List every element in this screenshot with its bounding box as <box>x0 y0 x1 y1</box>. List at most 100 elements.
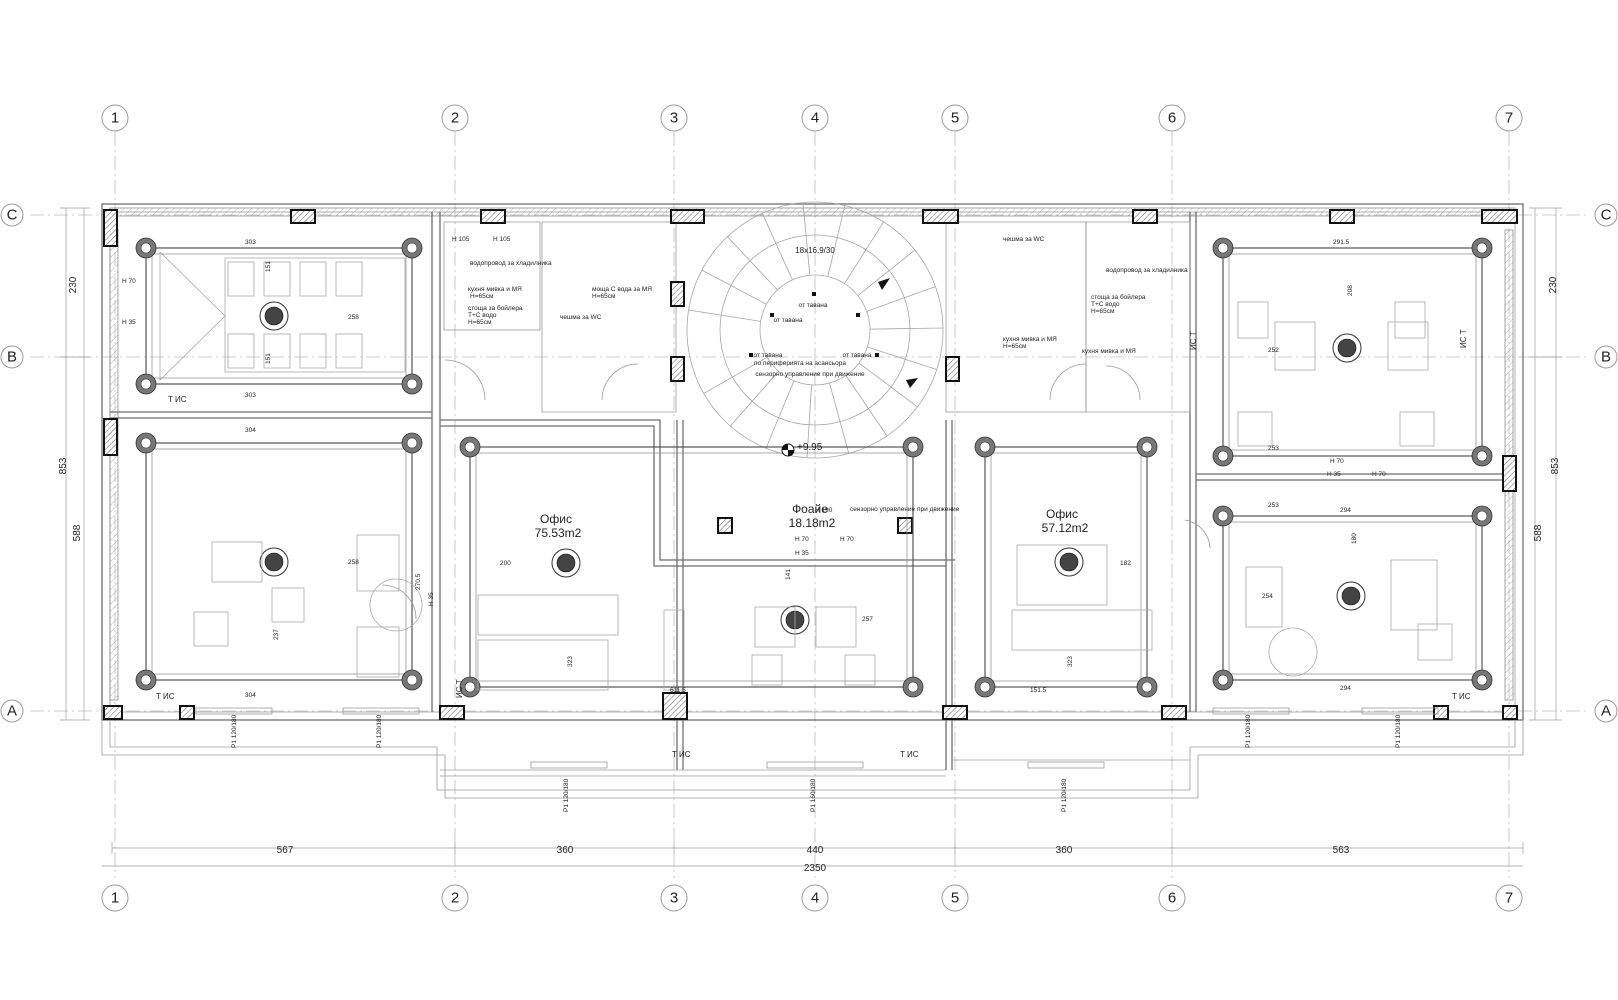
height-labels: H 70 H 35 H 70 H 35 H 190 H 70 H 35 H 70… <box>122 278 1386 606</box>
grid-label-1-bottom: 1 <box>111 890 119 907</box>
ceiling-dim: 304 <box>245 692 256 699</box>
service-tag: ИС T <box>1189 331 1198 350</box>
stair-tread <box>829 382 850 454</box>
stair-tread <box>827 205 846 277</box>
ceiling-dim: 151.5 <box>1030 687 1047 694</box>
foyer-note: сензорно управление при движение <box>850 506 960 513</box>
ceiling-dim: 291.5 <box>1333 239 1350 246</box>
lamp-icon <box>551 548 581 578</box>
stair-tread <box>730 370 779 427</box>
ceiling-dimensions: 303 258 151 151 303 304 258 237 270.5 30… <box>245 239 1358 699</box>
ornament-icon-center <box>907 441 919 453</box>
service-tag: ИС T <box>455 679 464 698</box>
ornament-icon-center <box>1217 450 1229 462</box>
grid-label-c-right: C <box>1601 207 1612 224</box>
room-area-foyer: 18.18m2 <box>789 516 836 530</box>
level-mark-value: +9.95 <box>797 442 823 453</box>
wc-note: Т+С водо <box>468 312 497 319</box>
ceiling-dim: 200 <box>500 560 511 567</box>
service-tag: ИС T <box>1459 329 1468 348</box>
stair-note-3: по периферията на асансьора <box>754 360 846 367</box>
ceiling-dim: 270.5 <box>415 573 422 590</box>
window-tag: P1 120/180 <box>1245 714 1252 748</box>
wc-note: кухня мивка и МЯ <box>1003 336 1057 343</box>
wc-note: Т+С водо <box>1091 301 1120 308</box>
grid-label-5-bottom: 5 <box>951 890 959 907</box>
ornament-icon-center <box>140 378 152 390</box>
ornament-icon-center <box>406 674 418 686</box>
lamp-icon <box>1054 547 1084 577</box>
dim-left-1: 230 <box>68 276 79 293</box>
stair-note-4: от тавана <box>754 352 783 359</box>
wc-note: Н=65см <box>468 319 492 326</box>
ornament-icon-center <box>907 681 919 693</box>
wc-note: стоща за бойлера <box>468 304 523 312</box>
grid-label-4: 4 <box>811 110 819 127</box>
ceiling-frames <box>135 237 1493 698</box>
ceiling-dim: 294 <box>1340 685 1351 692</box>
room-name-office-right: Офис <box>1046 507 1078 521</box>
lamp-icon <box>259 547 289 577</box>
grid-label-7: 7 <box>1505 110 1513 127</box>
grid-label-6-bottom: 6 <box>1168 890 1176 907</box>
ceiling-dim: 253 <box>1268 502 1279 509</box>
wc-note: водопровод за хладилника <box>1106 267 1188 274</box>
height-label: H 70 <box>1372 471 1386 478</box>
ornament-icon-center <box>406 437 418 449</box>
ceiling-dim: 180 <box>1351 533 1358 544</box>
ornament-icon-center <box>1141 441 1153 453</box>
height-label: H 35 <box>428 592 435 606</box>
ornament-icon-center <box>140 674 152 686</box>
stair-tread <box>765 380 795 449</box>
wc-note: Н=65см <box>1091 308 1115 315</box>
ornament-icon-center <box>1217 674 1229 686</box>
wc-note: Н=65см <box>470 293 494 300</box>
wc-note: Н=65см <box>592 293 616 300</box>
ornament-icon-center <box>979 441 991 453</box>
ornament-icon-center <box>1476 242 1488 254</box>
room-labels: Фоайе 18.18m2 Офис 75.53m2 Офис 57.12m2 <box>535 502 1089 540</box>
window-tag: P1 120/180 <box>1061 778 1068 812</box>
ceiling-dim: 141 <box>785 569 792 580</box>
stair-tread <box>701 269 767 305</box>
stair-note-5: от тавана <box>843 352 872 359</box>
service-tag: T ИС <box>1452 692 1471 701</box>
stair-tread <box>688 309 761 322</box>
dim-bottom-5: 563 <box>1333 845 1350 856</box>
wc-note: H 105 <box>452 236 470 243</box>
dim-bottom-2: 360 <box>557 845 574 856</box>
wc-note: моща С вода за МЯ <box>592 286 652 293</box>
stair-tread <box>845 375 888 437</box>
ornament-icon-center <box>140 242 152 254</box>
grid-label-a-right: A <box>1601 703 1611 720</box>
dim-right-1: 230 <box>1548 276 1559 293</box>
ceiling-dim: 258 <box>348 314 359 321</box>
stair-tread <box>844 221 884 284</box>
grid-label-b-right: B <box>1601 349 1611 366</box>
grid-label-c-left: C <box>7 207 18 224</box>
stair-note-1: от тавана <box>799 302 828 309</box>
grid-bubbles-sides: C B A C B A <box>0 203 1618 723</box>
service-tag: T ИС <box>156 692 175 701</box>
spiral-staircase: 18x16.9/30 от тавана от тавана по перифе… <box>686 201 944 459</box>
wc-note: чешма за WC <box>560 314 602 321</box>
wc-note: стоща за бойлера <box>1091 293 1146 301</box>
height-label: H 70 <box>795 536 809 543</box>
grid-label-7-bottom: 7 <box>1505 890 1513 907</box>
ceiling-dim: 182 <box>1120 560 1131 567</box>
ornament-icon-center <box>140 437 152 449</box>
ceiling-dim: 253 <box>1268 445 1279 452</box>
ornament-icon-center <box>464 681 476 693</box>
window-tag: P1 160/180 <box>810 778 817 812</box>
dimensions: 567 360 440 360 563 2350 230 853 588 230… <box>58 207 1562 874</box>
window-tag: P1 120/180 <box>563 778 570 812</box>
ceiling-dim: 208 <box>1347 285 1354 296</box>
service-tag: T ИС <box>168 395 187 404</box>
stair-tread <box>727 236 778 291</box>
grid-label-1: 1 <box>111 110 119 127</box>
height-label: H 35 <box>122 319 136 326</box>
ornament-icon-center <box>406 378 418 390</box>
ceiling-dim: 151 <box>265 353 272 364</box>
dim-right-3: 588 <box>1533 524 1544 541</box>
